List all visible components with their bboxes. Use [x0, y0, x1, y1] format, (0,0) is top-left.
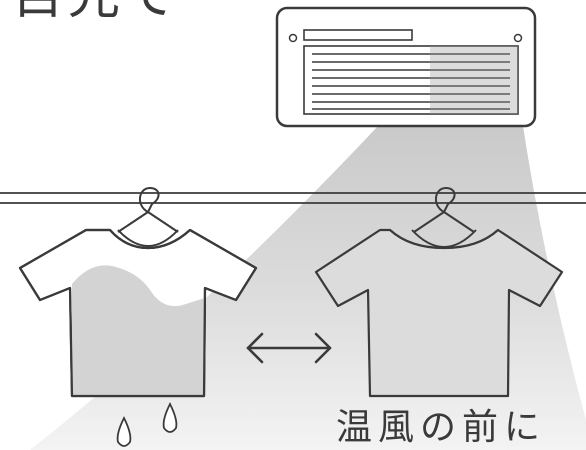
- bathroom-dryer-unit: [275, 6, 537, 128]
- water-drop-icon: [162, 401, 178, 433]
- water-drops: [116, 401, 178, 447]
- dry-tshirt: [314, 228, 564, 398]
- left-hanger: [117, 186, 179, 233]
- dryer-louvers: [312, 53, 510, 110]
- hanging-rail: [0, 192, 586, 204]
- double-arrow-icon: [246, 332, 332, 364]
- right-hanger: [413, 186, 475, 233]
- water-drop-icon: [116, 415, 132, 447]
- header-text: 目光で: [12, 0, 180, 22]
- caption-text: 温風の前に: [336, 407, 547, 448]
- wet-patch: [72, 265, 205, 396]
- wet-tshirt: [18, 228, 258, 398]
